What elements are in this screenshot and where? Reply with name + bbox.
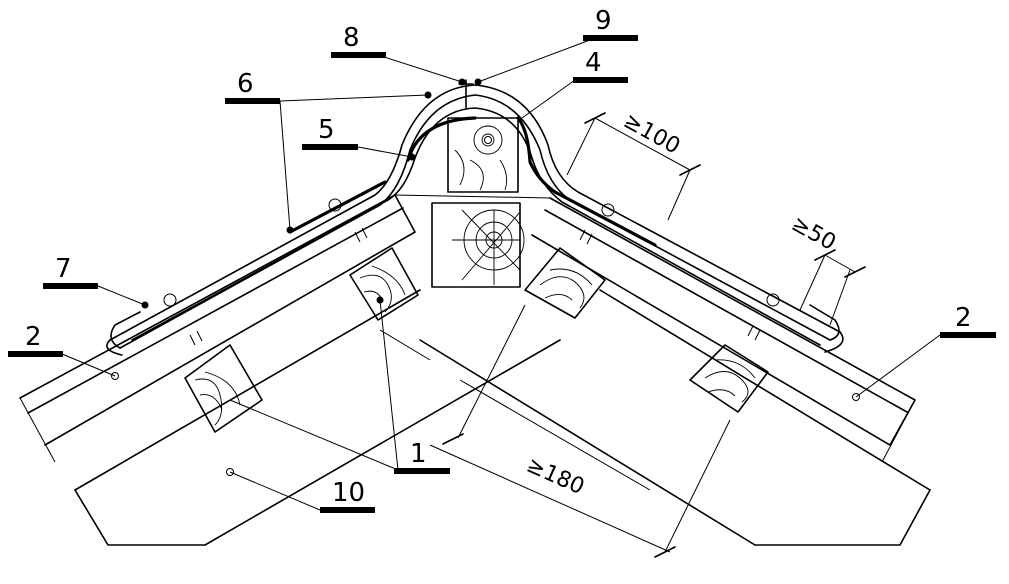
roof-slab: [74, 289, 931, 546]
leader-lines: [61, 39, 941, 511]
leader-dots: [111, 78, 860, 476]
dimension-lines: [429, 112, 866, 558]
dim-overlap: ≥100: [619, 108, 684, 159]
callout-4: 4: [585, 48, 602, 78]
callout-7: 7: [55, 254, 72, 284]
callout-1: 1: [410, 439, 427, 469]
callout-5: 5: [318, 115, 335, 145]
timber-battens: [184, 117, 769, 433]
callout-10: 10: [332, 478, 365, 508]
callout-2-right: 2: [955, 303, 972, 333]
callout-2-left: 2: [25, 322, 42, 352]
roof-layers: [19, 194, 916, 463]
ridge-cap: [106, 79, 844, 356]
callout-9: 9: [595, 6, 612, 36]
dim-fold: ≥50: [787, 211, 840, 255]
callout-bars: [8, 35, 996, 513]
callout-numbers: 8 9 4 6 5 7 2 2 1 10: [25, 6, 972, 508]
callout-8: 8: [343, 23, 360, 53]
callout-6: 6: [237, 69, 254, 99]
dim-span: ≥180: [523, 453, 588, 500]
